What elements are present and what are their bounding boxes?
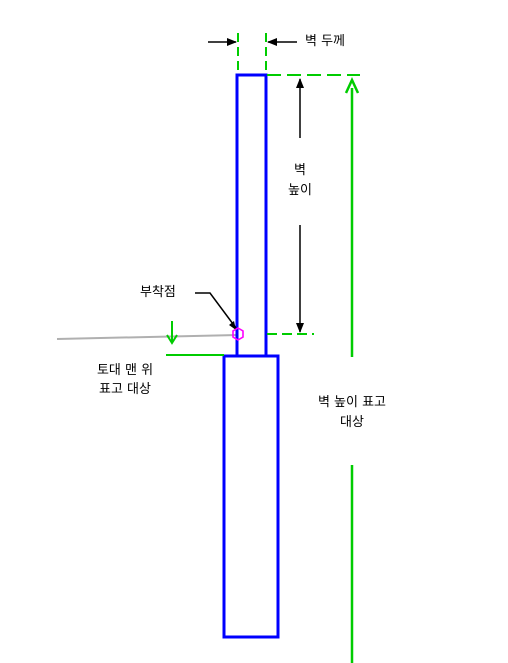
lower-wall xyxy=(222,354,280,639)
wall-height-label-line1: 벽 xyxy=(294,163,306,178)
attachment-leader xyxy=(195,292,237,329)
wall-elevation-label-line1: 벽 높이 표고 xyxy=(317,395,387,410)
hexagon-marker-icon xyxy=(232,327,244,341)
base-top-arrow xyxy=(166,321,178,345)
attachment-leader-head xyxy=(229,321,236,330)
base-top-label-line2: 표고 대상 xyxy=(99,382,151,397)
wall-thickness-label: 벽 두께 xyxy=(305,34,346,49)
reference-line xyxy=(56,334,239,340)
wall-elevation-label-line2: 대상 xyxy=(340,415,364,430)
base-top-label-line1: 토대 맨 위 xyxy=(96,363,154,378)
attachment-point-label: 부착점 xyxy=(140,285,176,300)
elevation-arrowhead xyxy=(344,77,360,94)
upper-wall xyxy=(235,73,268,358)
wall-height-label-line2: 높이 xyxy=(288,183,312,198)
